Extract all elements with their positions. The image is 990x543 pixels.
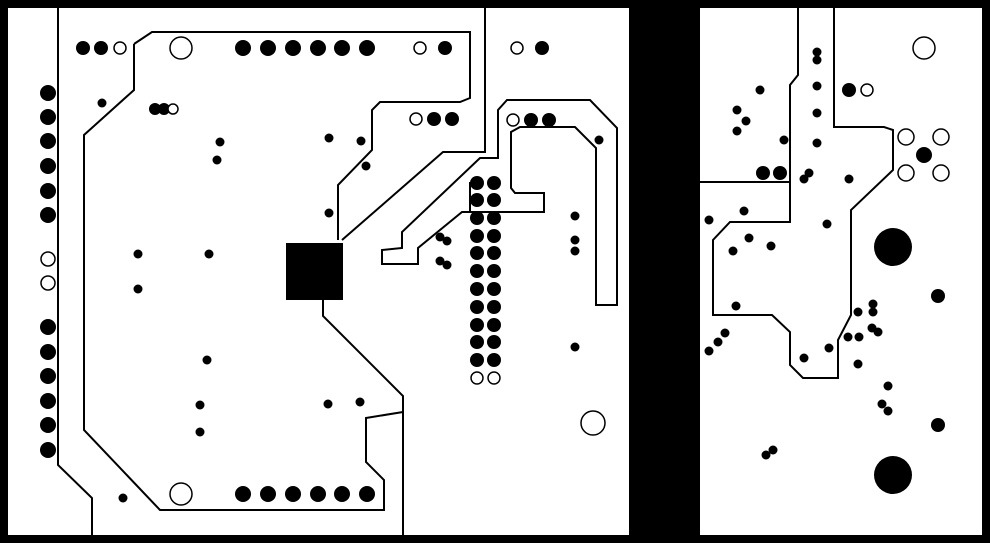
right-vias [704,47,893,460]
panel-divider [629,0,700,543]
mounting-holes [169,36,606,506]
channel-trace-a [381,99,618,306]
right-small-pins [756,83,874,180]
left-header-pins [40,85,56,458]
bottom-header-pins [235,486,375,502]
connector-cluster [897,128,950,182]
dual-row-header [470,176,501,385]
left-board [40,8,618,535]
right-top-traces [712,8,894,379]
right-diagonal-trace [322,300,404,535]
main-outline-trace [83,8,486,511]
top-header-pins [76,40,549,56]
ic-pad [286,243,343,300]
left-vias [97,98,604,503]
small-pin-groups [149,103,556,127]
right-mounting-holes [874,36,945,494]
left-edge-trace [57,8,93,535]
right-board [700,8,950,494]
